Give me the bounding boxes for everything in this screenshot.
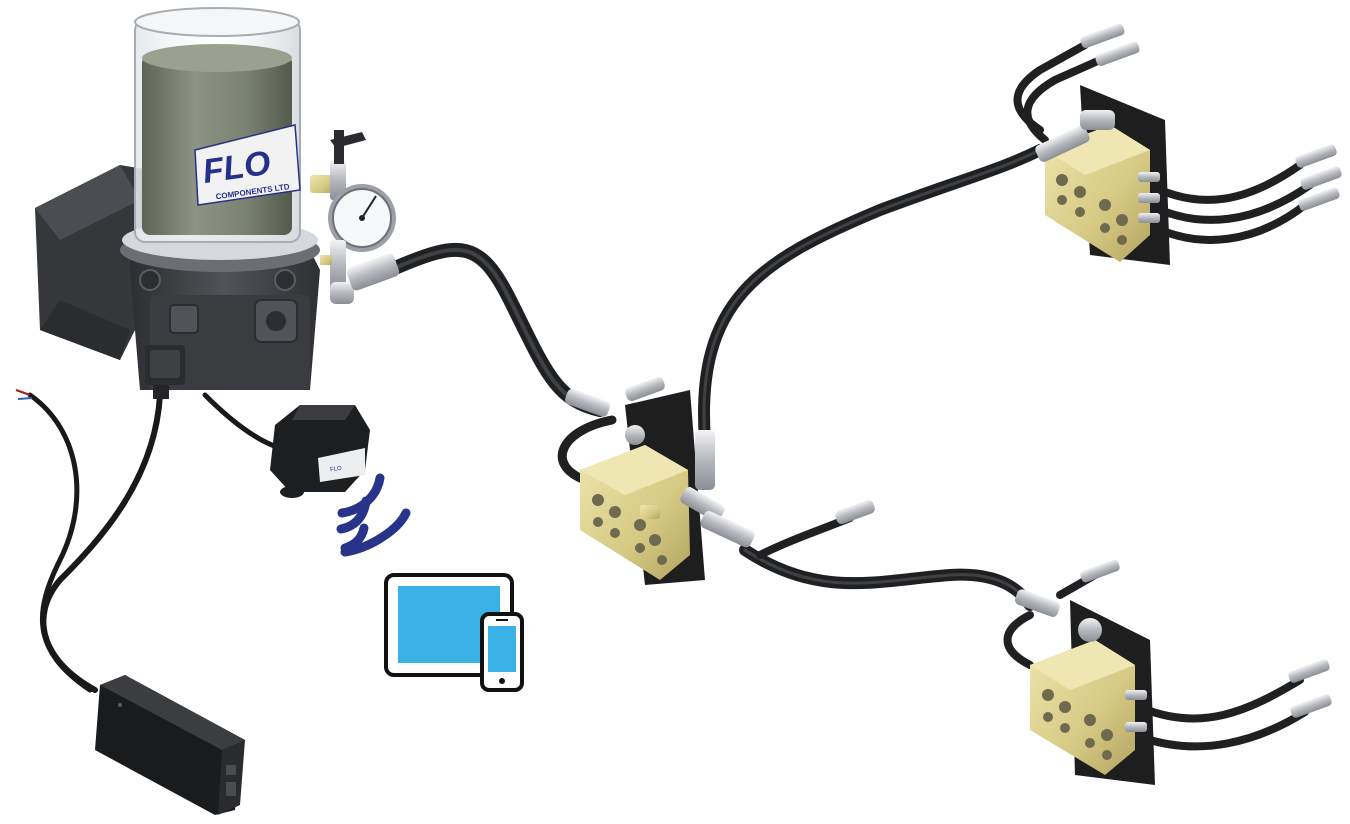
sensor-cable (202, 392, 283, 451)
divider-block-main (565, 376, 875, 585)
tablet-phone-icon (384, 573, 524, 692)
divider-block-bottom-right (1014, 559, 1332, 785)
lubrication-pump: FLO COMPONENTS LTD (35, 7, 320, 399)
hose-to-top-right-divider (698, 144, 1046, 446)
logo-brand-text: FLO (200, 144, 273, 191)
svg-text:FLO: FLO (330, 466, 343, 474)
controller-unit (95, 675, 245, 815)
main-supply-hose (388, 242, 607, 417)
wireless-sensor-module: FLO (270, 405, 370, 498)
power-cable (40, 392, 163, 693)
wifi-signal-icon (336, 473, 411, 557)
divider-block-top-right (1035, 23, 1342, 265)
pressure-gauge (310, 130, 400, 304)
power-lead (27, 392, 93, 693)
brand-logo: FLO COMPONENTS LTD (194, 124, 301, 206)
